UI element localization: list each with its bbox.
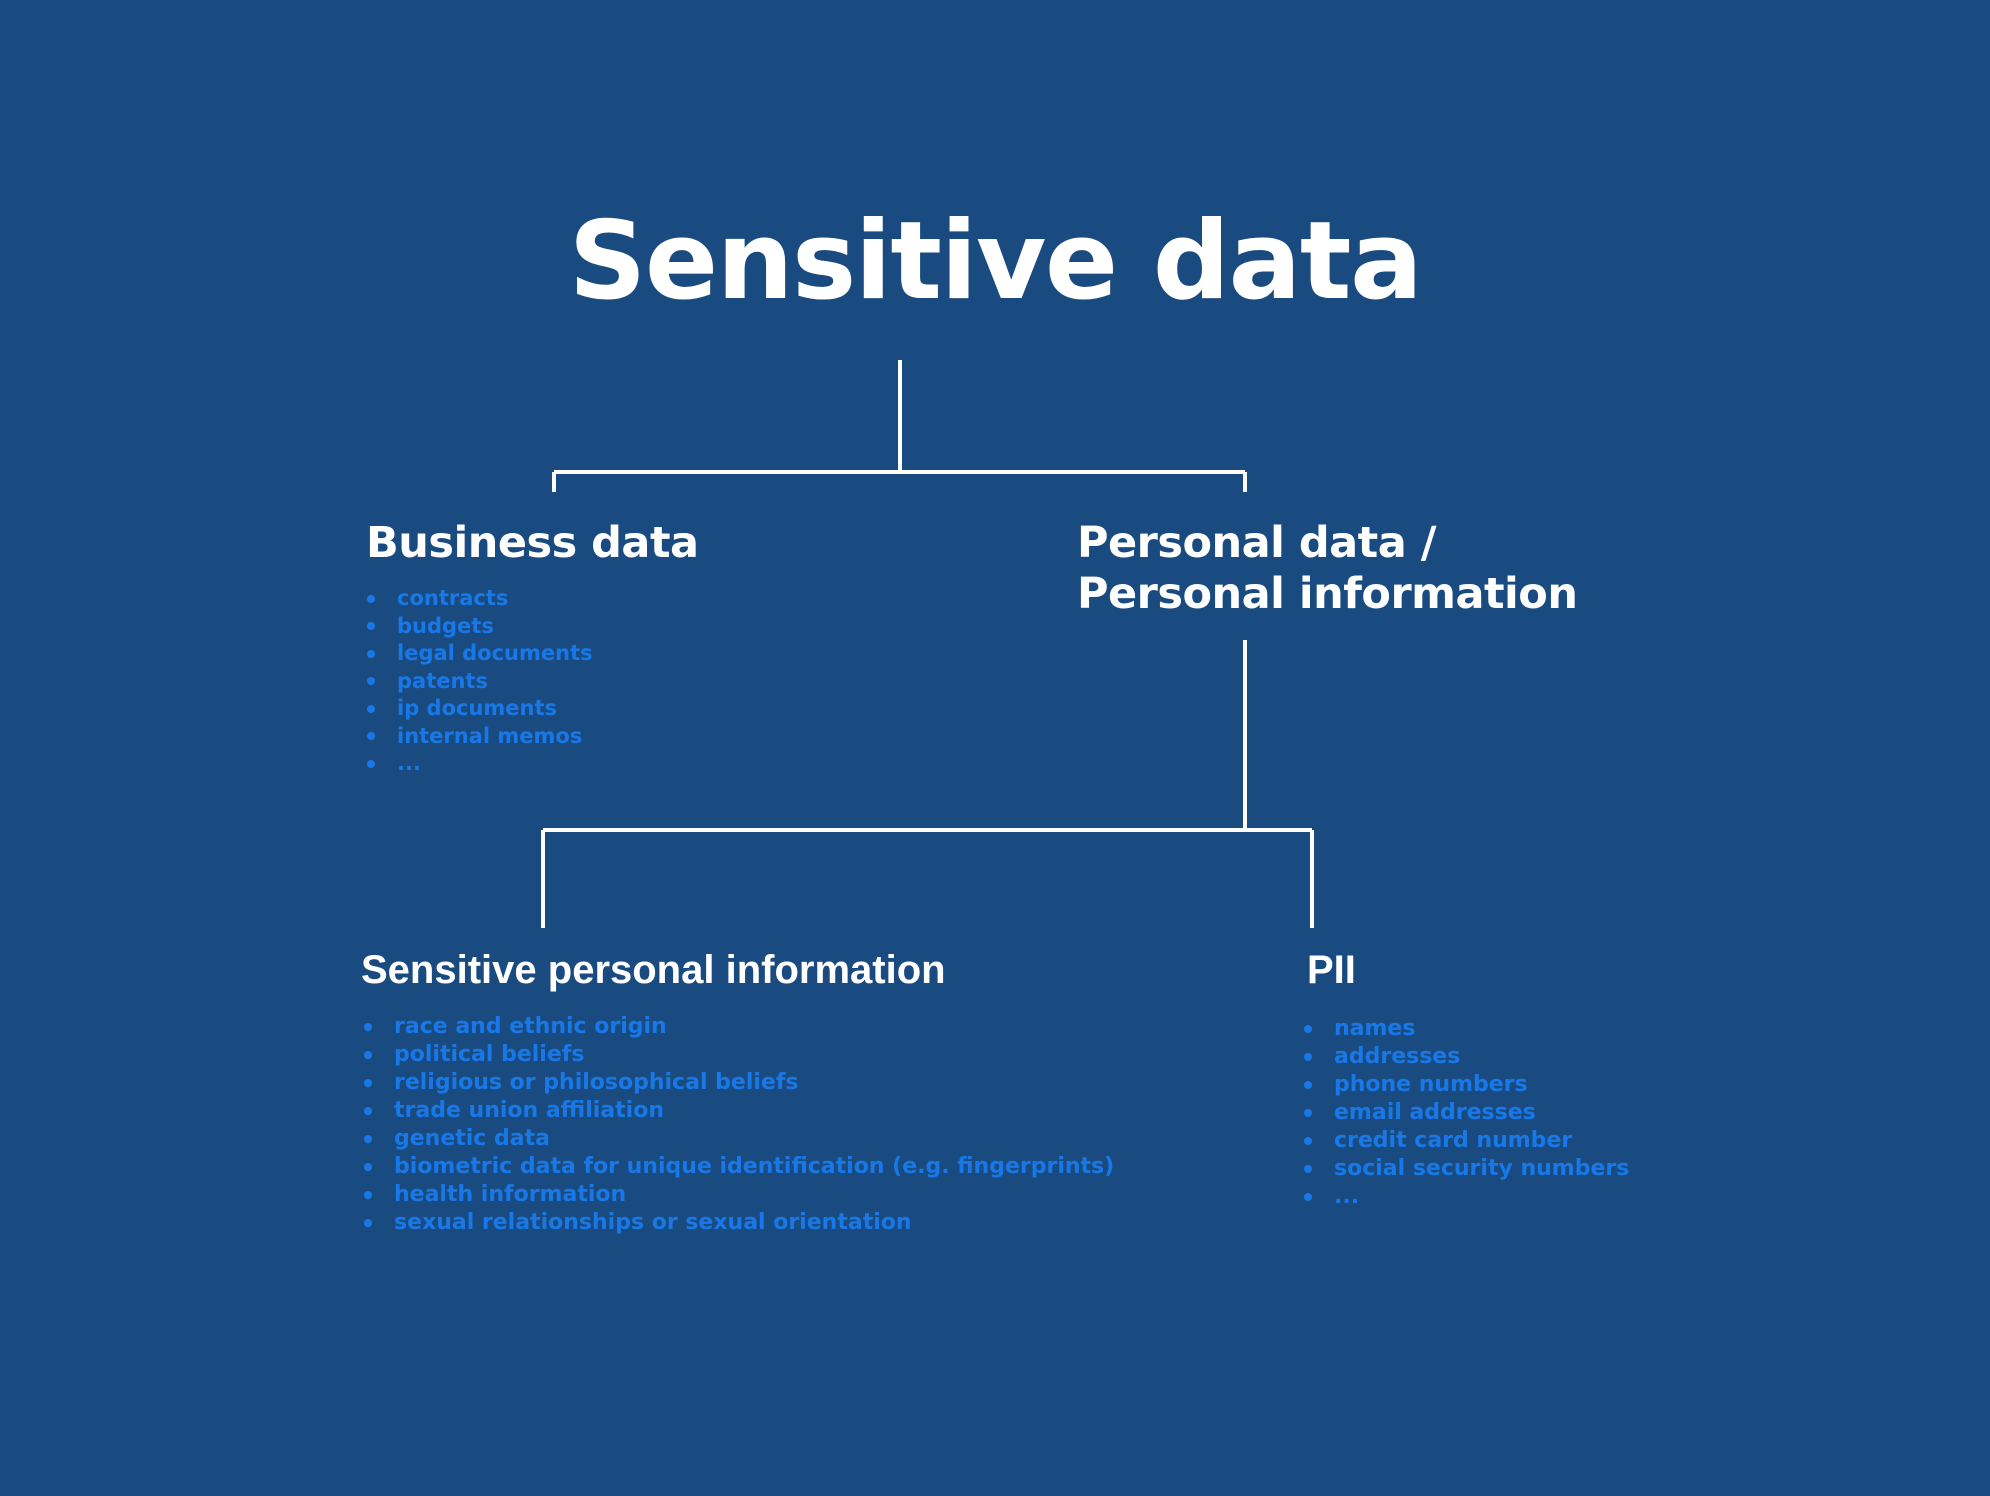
- list-item: social security numbers: [1300, 1155, 1629, 1183]
- list-item: health information: [360, 1181, 1114, 1209]
- list-item: sexual relationships or sexual orientati…: [360, 1209, 1114, 1237]
- bullet-list-business-data: contracts budgets legal documents patent…: [363, 585, 593, 778]
- list-item: credit card number: [1300, 1127, 1629, 1155]
- list-item: trade union affiliation: [360, 1097, 1114, 1125]
- list-item: race and ethnic origin: [360, 1013, 1114, 1041]
- list-item: contracts: [363, 585, 593, 613]
- page-title: Sensitive data: [568, 199, 1423, 324]
- list-item: biometric data for unique identification…: [360, 1153, 1114, 1181]
- list-item: legal documents: [363, 640, 593, 668]
- bullet-list-sensitive-personal-information: race and ethnic origin political beliefs…: [360, 1013, 1114, 1237]
- list-item: email addresses: [1300, 1099, 1629, 1127]
- list-item: budgets: [363, 613, 593, 641]
- node-heading-business-data: Business data: [366, 518, 699, 568]
- list-item: addresses: [1300, 1043, 1629, 1071]
- bullet-list-pii: names addresses phone numbers email addr…: [1300, 1015, 1629, 1211]
- list-item: ...: [363, 750, 593, 778]
- node-heading-sensitive-personal-information: Sensitive personal information: [361, 948, 946, 992]
- list-item: names: [1300, 1015, 1629, 1043]
- list-item: genetic data: [360, 1125, 1114, 1153]
- list-item: ...: [1300, 1183, 1629, 1211]
- list-item: phone numbers: [1300, 1071, 1629, 1099]
- node-heading-pii: PII: [1307, 948, 1356, 992]
- node-heading-personal-data: Personal data / Personal information: [1077, 518, 1578, 619]
- list-item: ip documents: [363, 695, 593, 723]
- list-item: religious or philosophical beliefs: [360, 1069, 1114, 1097]
- list-item: political beliefs: [360, 1041, 1114, 1069]
- list-item: internal memos: [363, 723, 593, 751]
- list-item: patents: [363, 668, 593, 696]
